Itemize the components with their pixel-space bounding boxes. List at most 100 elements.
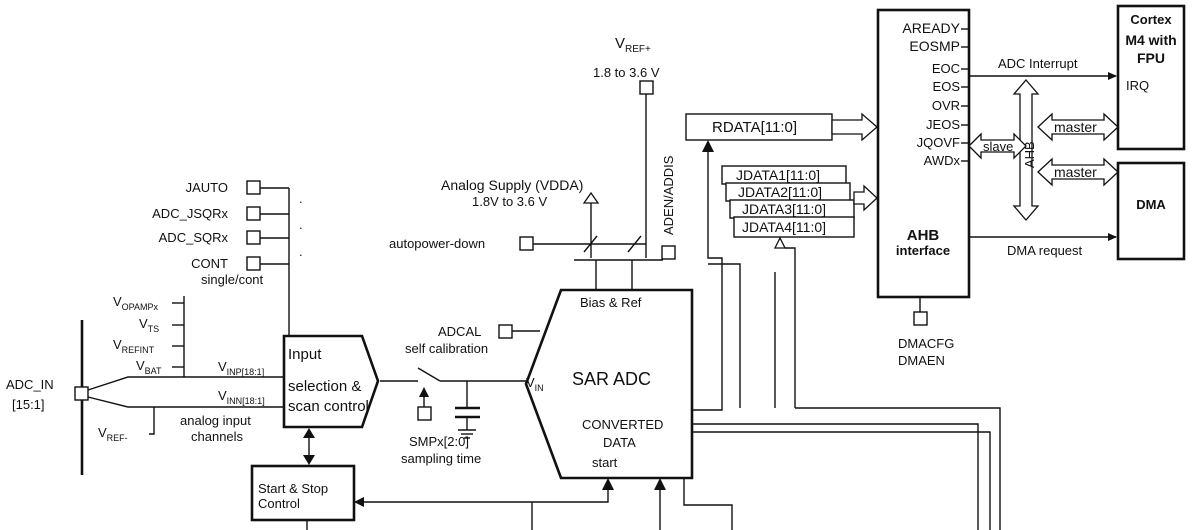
inn-line: [87, 396, 284, 408]
slave-arrow: [968, 132, 1027, 160]
eoc-label: EOC: [932, 61, 960, 76]
adc-sqrx-pin: [246, 230, 261, 245]
start-label: start: [592, 455, 618, 470]
master-label-2: master: [1054, 164, 1097, 180]
rdata-arrow: [831, 112, 878, 142]
v-opampx-label: VOPAMPx: [113, 294, 159, 312]
start-stop-line2: Control: [258, 496, 300, 511]
irq-label: IRQ: [1126, 78, 1149, 93]
analog-supply-label: Analog Supply (VDDA): [441, 177, 583, 193]
analog-supply-range: 1.8V to 3.6 V: [472, 194, 547, 209]
sample-switch: [417, 367, 441, 382]
smpx-label: SMPx[2:0]: [409, 434, 469, 449]
adc-in-pin: [74, 386, 89, 401]
jqovf-label: JQOVF: [917, 135, 960, 150]
jdata4-register: [733, 216, 855, 238]
jdata-arrow: [853, 184, 878, 212]
inp-line: [87, 376, 284, 391]
dot-3: .: [299, 244, 303, 259]
sar-adc-block: [524, 288, 694, 480]
jdata3-label: JDATA3[11:0]: [742, 201, 826, 217]
adc-interrupt-label: ADC Interrupt: [998, 56, 1078, 71]
bus-slash-2: [627, 235, 642, 253]
input-sel-line3: scan control: [288, 398, 369, 415]
ovr-label: OVR: [932, 98, 960, 113]
aready-label: AREADY: [902, 20, 960, 36]
data-label: DATA: [603, 435, 636, 450]
vref-plus-range: 1.8 to 3.6 V: [593, 65, 660, 80]
ahb-bus-label: AHB: [1022, 141, 1037, 168]
dma-label: DMA: [1136, 197, 1166, 212]
jdata1-label: JDATA1[11:0]: [736, 167, 820, 183]
bus-slash-1: [583, 235, 598, 253]
input-selection-block: [282, 334, 380, 429]
autopower-down-label: autopower-down: [389, 236, 485, 251]
vref-minus-line: [149, 407, 155, 435]
cortex-m4-block: [1116, 4, 1186, 151]
vref-pin: [639, 80, 654, 95]
dma-request-label: DMA request: [1007, 243, 1083, 258]
bias-ref-label: Bias & Ref: [580, 295, 642, 310]
jauto-label: JAUTO: [186, 180, 228, 195]
aden-addis-label: ADEN/ADDIS: [661, 155, 676, 235]
master-label-1: master: [1054, 119, 1097, 135]
start-signal-line: [354, 486, 609, 503]
eos-label: EOS: [933, 79, 961, 94]
awdx-label: AWDx: [924, 153, 961, 168]
adc-jsqrx-pin: [246, 206, 261, 221]
jeos-label: JEOS: [926, 117, 960, 132]
single-cont-label: single/cont: [201, 272, 264, 287]
converted-to-rdata: [692, 145, 723, 411]
rdata-label: RDATA[11:0]: [712, 119, 797, 136]
smpx-pin: [417, 406, 432, 421]
input-sel-line2: selection &: [288, 378, 361, 395]
sar-adc-title: SAR ADC: [572, 369, 651, 389]
ahb-interface-block: [876, 8, 971, 299]
jdata2-label: JDATA2[11:0]: [738, 184, 822, 200]
jauto-pin: [246, 180, 261, 195]
adc-in-label: ADC_IN: [6, 377, 54, 392]
v-in-label: VIN: [526, 375, 544, 393]
adc-jsqrx-label: ADC_JSQRx: [152, 206, 228, 221]
v-bat-label: VBAT: [136, 358, 162, 376]
autopower-down-pin: [519, 236, 534, 251]
v-inp-label: VINP[18:1]: [218, 359, 264, 377]
input-sel-line1: Input: [288, 346, 322, 363]
adc-in-range: [15:1]: [12, 397, 45, 412]
jdata4-label: JDATA4[11:0]: [742, 219, 826, 235]
slave-label: slave: [983, 139, 1013, 154]
start-stop-line1: Start & Stop: [258, 481, 328, 496]
adcal-label: ADCAL: [438, 324, 481, 339]
v-ref-minus-label: VREF-: [98, 425, 128, 443]
adcal-pin: [498, 324, 513, 339]
jdata-feed-arrow: [773, 236, 787, 249]
sampling-time-label: sampling time: [401, 451, 481, 466]
vdda-supply-symbol: [582, 191, 600, 204]
dmaen-label: DMAEN: [898, 353, 945, 368]
v-ts-label: VTS: [139, 316, 159, 334]
dmacfg-pin: [913, 311, 928, 326]
dmacfg-label: DMACFG: [898, 336, 954, 351]
v-inn-label: VINN[18:1]: [218, 388, 265, 406]
v-refint-label: VREFINT: [113, 337, 155, 355]
ahb-title: AHB: [907, 227, 940, 244]
channels-label: channels: [191, 429, 244, 444]
start-stop-block: [250, 464, 356, 522]
rdata-register: [685, 113, 833, 141]
aden-pin: [661, 245, 676, 260]
dot-1: .: [299, 191, 303, 206]
adc-sqrx-label: ADC_SQRx: [159, 230, 229, 245]
cortex-line3: FPU: [1137, 50, 1165, 66]
self-calibration-label: self calibration: [405, 341, 488, 356]
ahb-interface-label: interface: [896, 243, 950, 258]
dot-2: .: [299, 217, 303, 232]
cont-pin: [246, 256, 261, 271]
cortex-line1: Cortex: [1130, 12, 1172, 27]
dma-block: [1116, 161, 1186, 261]
converted-label: CONVERTED: [582, 417, 663, 432]
cortex-line2: M4 with: [1125, 32, 1176, 48]
cont-label: CONT: [191, 256, 228, 271]
vref-plus-label: VREF+: [615, 35, 651, 55]
